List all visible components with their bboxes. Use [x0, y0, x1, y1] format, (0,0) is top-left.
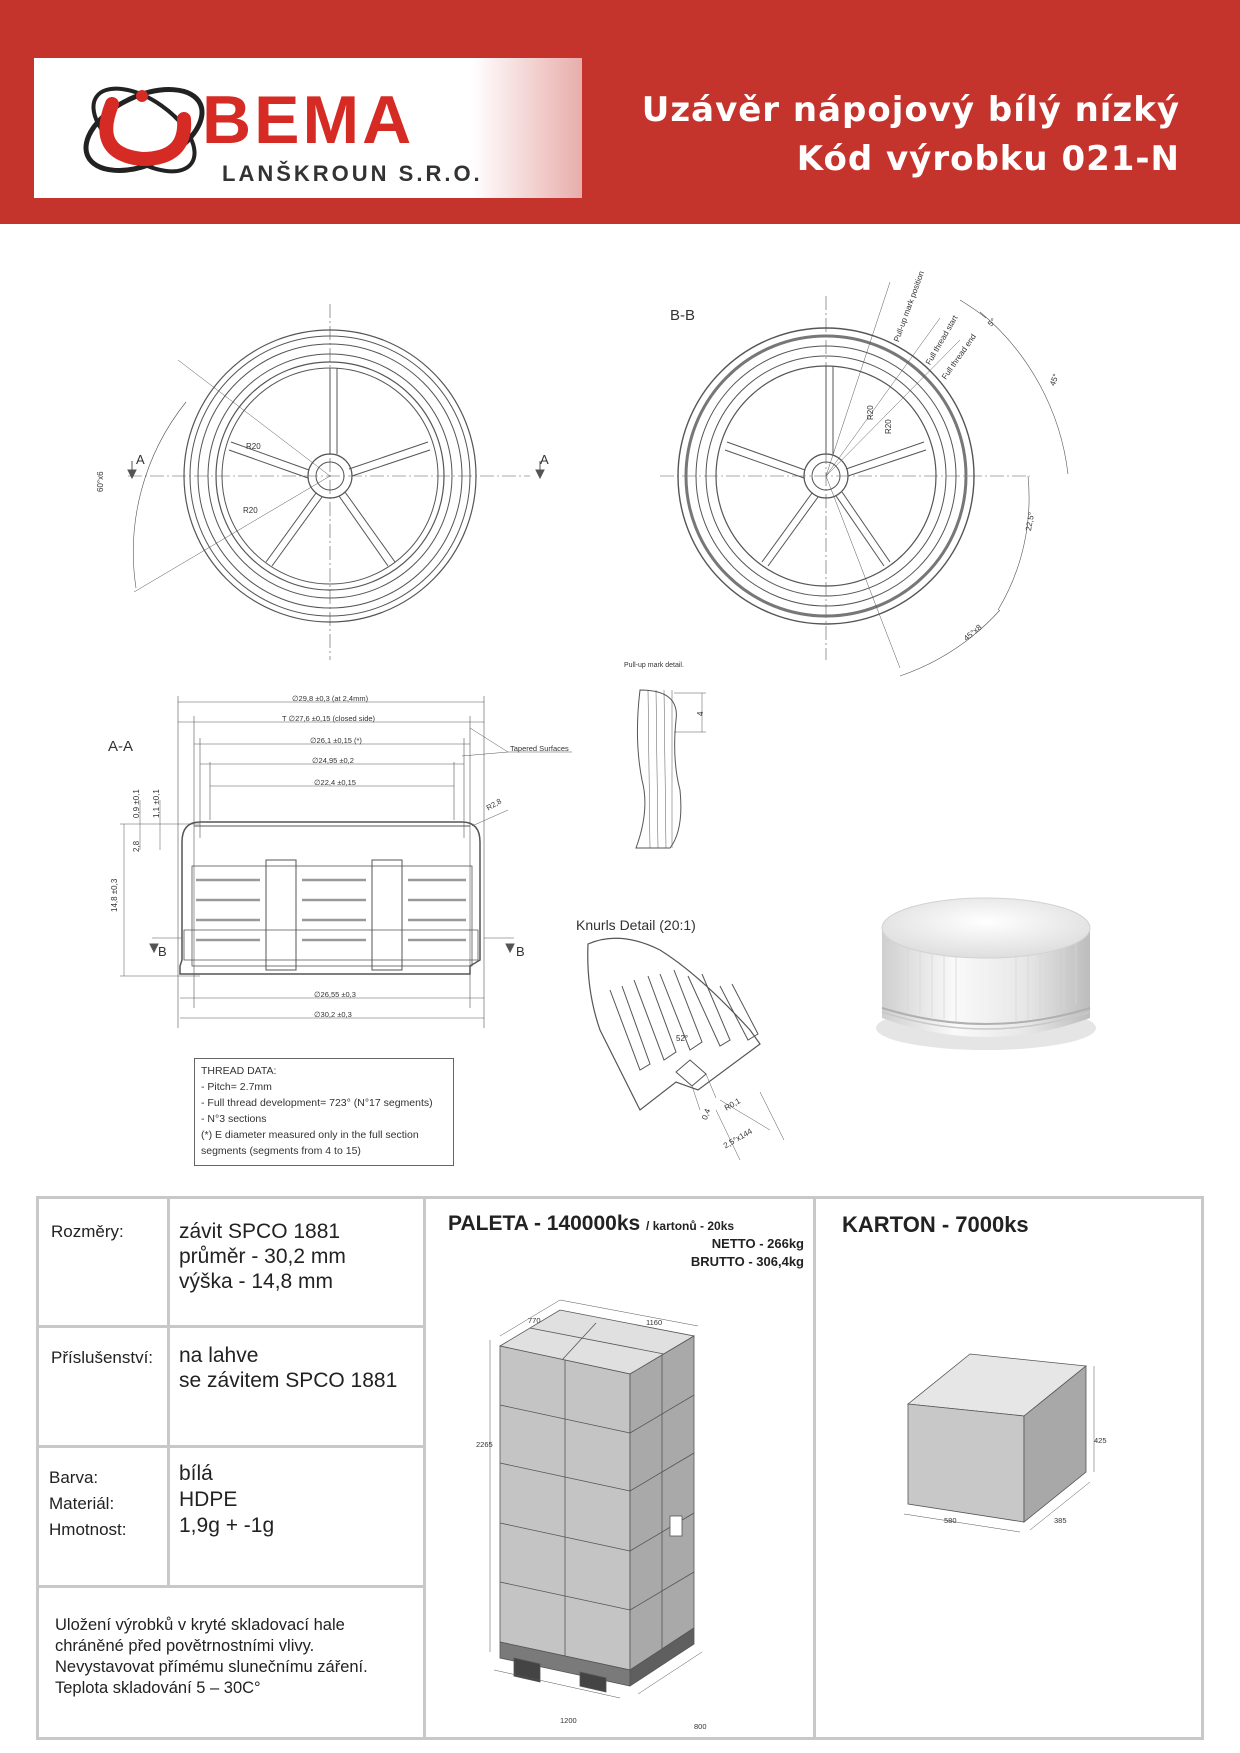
cap-render-image — [876, 897, 1096, 1050]
brand-subtitle: LANŠKROUN S.R.O. — [222, 161, 483, 186]
d298-label: ∅29,8 ±0,3 (at 2,4mm) — [292, 694, 369, 703]
storage-line: chráněné před povětrnostními vlivy. — [55, 1637, 315, 1655]
pullup-detail — [635, 689, 706, 849]
carton-dim-h: 425 — [1094, 1436, 1107, 1445]
prislusenstvi-value: na lahve se závitem SPCO 1881 — [179, 1343, 397, 1393]
barva-label: Barva: — [49, 1468, 99, 1487]
properties-values: bílá HDPE 1,9g + -1g — [179, 1461, 274, 1539]
product-info-table: Rozměry: závit SPCO 1881 průměr - 30,2 m… — [36, 1196, 1204, 1740]
bema-logo-icon — [83, 86, 205, 174]
r20-label-3: R20 — [866, 405, 875, 420]
paleta-count: PALETA - 140000ks — [448, 1212, 641, 1235]
d302-label: ∅30,2 ±0,3 — [314, 1010, 352, 1019]
paleta-kartonu: / kartonů - 20ks — [646, 1219, 735, 1233]
paleta-netto: NETTO - 266kg — [711, 1236, 804, 1251]
technical-drawing — [120, 281, 1069, 1161]
pallet-dim-base-w: 1200 — [560, 1716, 577, 1725]
section-bb-label: B-B — [670, 307, 696, 324]
knurls-title: Knurls Detail (20:1) — [576, 917, 696, 933]
material-label: Materiál: — [49, 1494, 115, 1513]
column-divider — [423, 1199, 426, 1737]
mark-a-left: A — [136, 452, 145, 467]
hmotnost-value: 1,9g + -1g — [179, 1514, 275, 1537]
pallet-illustration — [489, 1299, 703, 1699]
thread-line: THREAD DATA: — [201, 1065, 277, 1077]
storage-line: Teplota skladování 5 – 30C° — [55, 1679, 261, 1697]
knurls-detail — [587, 937, 785, 1161]
pallet-dim-h: 2265 — [476, 1440, 493, 1449]
d2495-label: ∅24,95 ±0,2 — [312, 756, 354, 765]
header-bar: BEMA LANŠKROUN S.R.O. Uzávěr nápojový bí… — [0, 0, 1240, 224]
d2655-label: ∅26,55 ±0,3 — [314, 990, 356, 999]
rozmery-label: Rozměry: — [51, 1222, 124, 1241]
row-divider — [39, 1445, 423, 1448]
top-view-a — [127, 304, 545, 660]
thread-line: - N°3 sections — [201, 1113, 267, 1125]
d224-label: ∅22,4 ±0,15 — [314, 778, 356, 787]
carton-dim-w: 385 — [1054, 1516, 1067, 1525]
angle-52-label: 52° — [676, 1034, 689, 1043]
prislusenstvi-line: na lahve — [179, 1344, 259, 1367]
h09-label: 0,9 ±0,1 — [132, 789, 141, 818]
h11-label: 1,1 ±0,1 — [152, 789, 161, 818]
top-view-b — [660, 281, 1069, 677]
rozmery-value: závit SPCO 1881 průměr - 30,2 mm výška -… — [179, 1219, 346, 1294]
pallet-dim-l: 1160 — [646, 1318, 663, 1327]
rozmery-line: výška - 14,8 mm — [179, 1270, 334, 1293]
material-value: HDPE — [179, 1488, 238, 1511]
r20-label-2: R20 — [243, 506, 258, 515]
row-divider — [39, 1325, 423, 1328]
storage-line: Uložení výrobků v kryté skladovací hale — [55, 1616, 345, 1634]
mark-a-right: A — [540, 452, 549, 467]
prislusenstvi-line: se závitem SPCO 1881 — [179, 1369, 398, 1392]
rozmery-line: průměr - 30,2 mm — [179, 1245, 346, 1268]
section-aa — [120, 696, 572, 1028]
dim-4-label: 4 — [696, 711, 705, 716]
section-aa-label: A-A — [108, 738, 134, 755]
mark-b-left: B — [158, 944, 167, 959]
karton-title: KARTON - 7000ks — [842, 1212, 1029, 1237]
h148-label: 14,8 ±0,3 — [110, 878, 119, 912]
pallet-dim-base-d: 800 — [694, 1722, 707, 1731]
thread-data-box: THREAD DATA: - Pitch= 2.7mm - Full threa… — [194, 1058, 454, 1166]
product-code: Kód výrobku 021-N — [796, 139, 1180, 179]
prislusenstvi-label: Příslušenství: — [51, 1348, 154, 1367]
properties-labels: Barva: Materiál: Hmotnost: — [49, 1465, 126, 1543]
thread-line: (*) E diameter measured only in the full… — [201, 1129, 419, 1141]
column-divider — [813, 1199, 816, 1737]
row-divider — [39, 1585, 423, 1588]
carton-dim-l: 580 — [944, 1516, 957, 1525]
logo: BEMA LANŠKROUN S.R.O. — [34, 58, 582, 198]
page-title: Uzávěr nápojový bílý nízký Kód výrobku 0… — [642, 86, 1180, 184]
d261-label: ∅26,1 ±0,15 (*) — [310, 736, 362, 745]
paleta-brutto: BRUTTO - 306,4kg — [690, 1254, 804, 1269]
tapered-label: Tapered Surfaces — [510, 744, 569, 753]
r20-label-4: R20 — [884, 419, 893, 434]
product-name: Uzávěr nápojový bílý nízký — [641, 90, 1180, 130]
pullup-detail-label: Pull-up mark detail. — [624, 662, 684, 669]
d276-label: T ∅27,6 ±0,15 (closed side) — [282, 714, 376, 723]
brand-name: BEMA — [202, 82, 415, 158]
column-divider — [167, 1199, 170, 1585]
r20-label: R20 — [246, 442, 261, 451]
carton-illustration — [903, 1353, 1095, 1533]
barva-value: bílá — [179, 1462, 213, 1485]
storage-notes: Uložení výrobků v kryté skladovací hale … — [55, 1615, 368, 1699]
storage-line: Nevystavovat přímému slunečnímu záření. — [55, 1658, 368, 1676]
pallet-dim-w: 770 — [528, 1316, 541, 1325]
rozmery-line: závit SPCO 1881 — [179, 1220, 341, 1243]
thread-line: - Full thread development= 723° (N°17 se… — [201, 1097, 433, 1109]
angle-60-label: 60°x6 — [96, 471, 105, 492]
h28-label: 2,8 — [132, 840, 141, 852]
paleta-title: PALETA - 140000ks / kartonů - 20ks — [448, 1212, 734, 1236]
hmotnost-label: Hmotnost: — [49, 1520, 127, 1539]
thread-line: - Pitch= 2.7mm — [201, 1081, 272, 1093]
mark-b-right: B — [516, 944, 525, 959]
thread-line: segments (segments from 4 to 15) — [201, 1145, 361, 1157]
